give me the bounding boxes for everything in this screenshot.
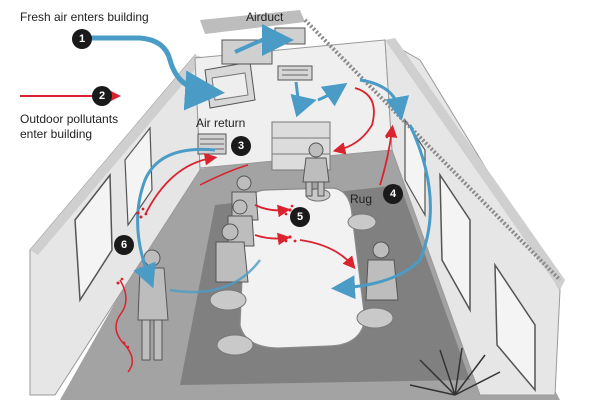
step-badge-1: 1 — [72, 29, 92, 49]
step-badge-6: 6 — [114, 235, 134, 255]
fresh-air-label: Fresh air enters building — [20, 10, 149, 24]
right-window-2 — [439, 172, 471, 313]
airduct-label: Airduct — [246, 10, 284, 24]
ceiling-vent-flow — [290, 81, 317, 118]
left-wall-top — [30, 55, 205, 255]
left-circulation-flow — [133, 147, 216, 289]
pollutant-person-wiggle — [115, 279, 134, 373]
step-badge-2: 2 — [92, 86, 112, 106]
pollutant-rug-to-return — [199, 164, 249, 186]
table-to-return-flow — [169, 259, 261, 294]
rug-label: Rug — [350, 192, 373, 206]
step-badge-4: 4 — [383, 184, 403, 204]
outdoor-pollutants-label-line1: Outdoor pollutants — [20, 112, 119, 126]
chair — [347, 213, 377, 231]
right-circulation-flow — [359, 78, 410, 121]
fresh-air-arrow-in — [88, 35, 225, 111]
left-window-2 — [124, 126, 153, 227]
left-window-1 — [74, 172, 113, 303]
person-seated-2 — [227, 199, 255, 247]
person-standing-back — [302, 142, 330, 197]
vent-to-right-flow — [317, 82, 348, 107]
return-to-table-flow — [331, 124, 432, 300]
chair — [356, 307, 394, 329]
pollutant-cluster — [116, 130, 396, 349]
person-seated-3 — [215, 223, 249, 283]
pollutant-rug-rise — [379, 124, 398, 186]
right-window-1 — [404, 118, 426, 218]
right-window-3 — [494, 262, 536, 393]
chair — [209, 289, 247, 311]
chair — [216, 334, 254, 356]
pollutant-right-loop — [332, 87, 375, 155]
ceiling-left-ridge — [200, 10, 305, 34]
air-return-label: Air return — [196, 116, 246, 130]
pollutant-people-2 — [254, 232, 291, 246]
pollutant-people-3 — [299, 239, 356, 270]
pollutant-people-1 — [254, 204, 291, 218]
duct-flow-arrow — [234, 24, 294, 56]
plant — [409, 347, 501, 396]
right-wall-top — [385, 38, 565, 290]
step-badge-5: 5 — [290, 207, 310, 227]
ceiling-vent — [277, 65, 313, 81]
step-badge-3: 3 — [231, 136, 251, 156]
outdoor-pollutants-label-line2: enter building — [20, 127, 93, 141]
pollutant-to-return — [144, 152, 218, 216]
